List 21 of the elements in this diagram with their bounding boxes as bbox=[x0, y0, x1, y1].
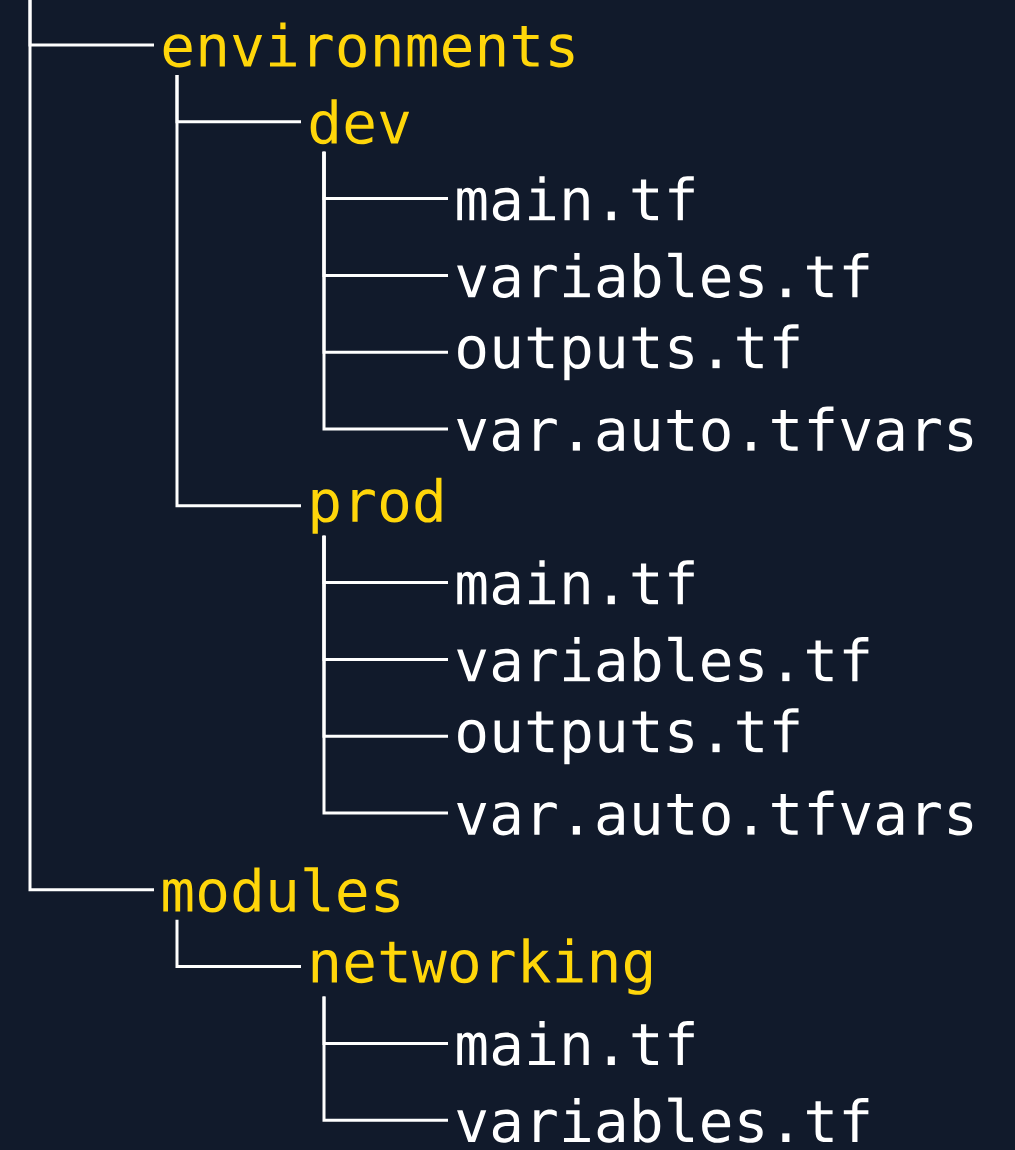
tree-connector bbox=[322, 535, 448, 815]
folder-name: dev bbox=[310, 99, 410, 145]
tree-connector bbox=[28, 0, 154, 892]
tree-connector bbox=[175, 75, 301, 508]
file-name: variables.tf bbox=[457, 1097, 869, 1143]
file-name: var.auto.tfvars bbox=[457, 790, 973, 836]
tree-connector bbox=[175, 919, 301, 969]
file-name: outputs.tf bbox=[458, 324, 799, 381]
file-name: variables.tf bbox=[457, 636, 869, 682]
tree-connector bbox=[322, 151, 448, 431]
file-name: variables.tf bbox=[457, 252, 869, 298]
file-name: main.tf bbox=[457, 560, 694, 606]
tree-connector bbox=[322, 996, 448, 1122]
folder-name: networking bbox=[312, 938, 651, 995]
folder-name: modules bbox=[163, 867, 399, 913]
file-name: main.tf bbox=[457, 176, 694, 222]
folder-name: environments bbox=[163, 22, 574, 68]
file-name: main.tf bbox=[457, 1020, 694, 1066]
folder-name: prod bbox=[312, 477, 442, 534]
file-name: var.auto.tfvars bbox=[457, 406, 973, 452]
file-name: outputs.tf bbox=[458, 708, 799, 765]
